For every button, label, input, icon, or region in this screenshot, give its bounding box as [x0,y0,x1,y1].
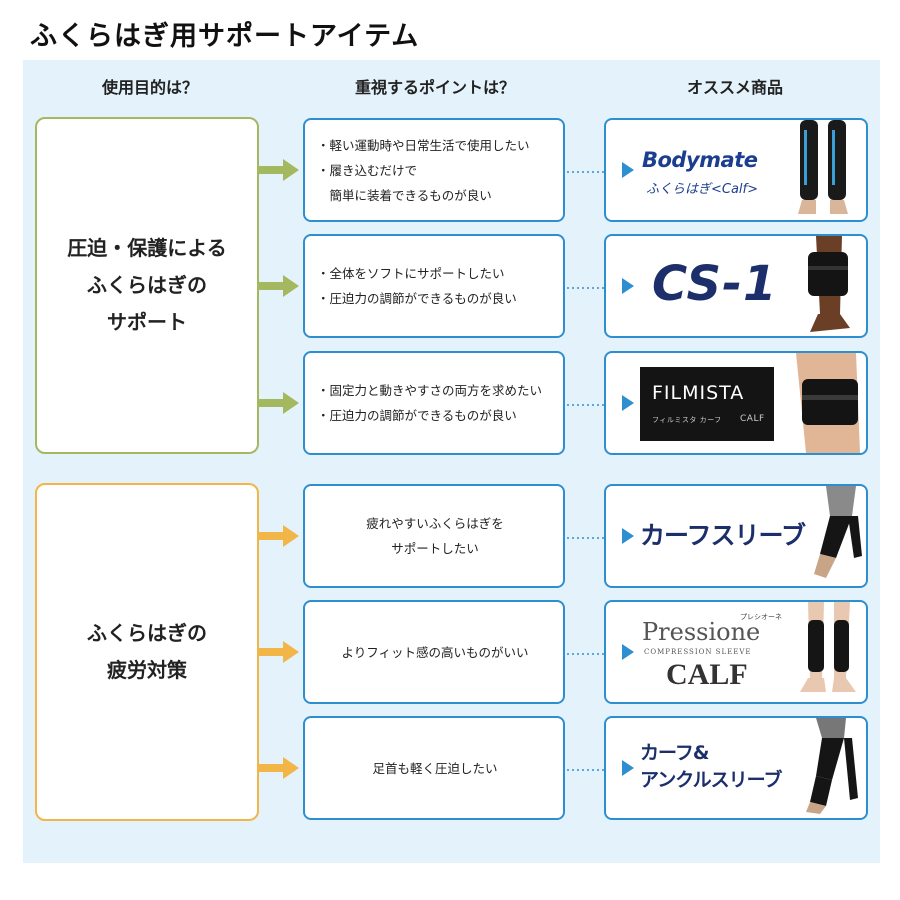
point-box-pressione: よりフィット感の高いものがいい [303,600,565,704]
product-card-ankle-sleeve[interactable]: カーフ& アンクルスリーブ [604,716,868,820]
orange-arrow-icon [259,757,299,779]
point-line: ・圧迫力の調節ができるものが良い [317,408,517,423]
point-line: 簡単に装着できるものが良い [317,187,492,203]
product-logo: CS-1 [652,256,778,312]
dotted-connector [565,397,609,411]
point-line: サポートしたい [391,541,479,556]
point-line: よりフィット感の高いものがいい [341,644,529,660]
page-title: ふくらはぎ用サポートアイテム [30,21,420,52]
dotted-connector [565,762,609,776]
point-line: ・軽い運動時や日常生活で使用したい [317,137,530,153]
product-card-calf-sleeve[interactable]: カーフスリーブ [604,484,868,588]
pointer-triangle-icon [622,162,634,178]
calf-wrap-black-icon [808,236,850,332]
point-box-cs1: ・全体をソフトにサポートしたい ・圧迫力の調節ができるものが良い [303,234,565,338]
purpose-label: 圧迫・保護による ふくらはぎの サポート [67,236,227,334]
point-box-bodymate: ・軽い運動時や日常生活で使用したい ・履き込むだけで 簡単に装着できるものが良い [303,118,565,222]
product-logo: カーフスリーブ [640,521,806,550]
purpose-box-fatigue: ふくらはぎの 疲労対策 [35,483,259,821]
orange-arrow-icon [259,641,299,663]
product-logo: カーフ& アンクルスリーブ [640,742,783,791]
purpose-box-compression: 圧迫・保護による ふくらはぎの サポート [35,117,259,454]
points-column-header: 重視するポイントは？ [354,78,515,97]
filmista-logo-box: FILMISTA フィルミスタ カーフ CALF [640,367,774,441]
green-arrow-icon [259,275,299,297]
calf-ankle-sleeve-black-icon [806,718,858,814]
point-line: 疲れやすいふくらはぎを [366,516,504,531]
pointer-triangle-icon [622,395,634,411]
product-logo: Bodymate [642,148,758,172]
orange-arrow-icon [259,525,299,547]
point-box-filmista: ・固定力と動きやすさの両方を求めたい ・圧迫力の調節ができるものが良い [303,351,565,455]
dotted-connector [565,530,609,544]
product-card-cs1[interactable]: CS-1 [604,234,868,338]
product-subtitle: フィルミスタ カーフ [652,416,722,424]
point-line: ・圧迫力の調節ができるものが良い [317,291,517,306]
green-arrow-icon [259,392,299,414]
green-arrow-icon [259,159,299,181]
product-logo: Pressione [642,618,761,646]
calf-sleeve-black-icon [814,486,862,578]
pointer-triangle-icon [622,760,634,776]
compression-sleeve-black-icon [800,602,856,692]
dotted-connector [565,164,609,178]
dotted-connector [565,646,609,660]
calf-support-black-icon [798,120,848,214]
pointer-triangle-icon [622,278,634,294]
purpose-label: ふくらはぎの 疲労対策 [87,621,207,682]
product-card-filmista[interactable]: FILMISTA フィルミスタ カーフ CALF [604,351,868,455]
product-card-bodymate[interactable]: Bodymate ふくらはぎ<Calf> [604,118,868,222]
product-ruby: プレシオーネ [740,613,782,621]
product-calf-label: CALF [666,658,748,691]
product-calf-label: CALF [740,414,765,424]
pointer-triangle-icon [622,644,634,660]
point-line: ・全体をソフトにサポートしたい [317,266,505,281]
dotted-connector [565,280,609,294]
product-subtitle: COMPRESSION SLEEVE [644,648,752,656]
point-line: 足首も軽く圧迫したい [372,760,498,776]
point-box-ankle-sleeve: 足首も軽く圧迫したい [303,716,565,820]
point-line: ・固定力と動きやすさの両方を求めたい [317,383,543,398]
point-line: ・履き込むだけで [317,162,418,178]
purpose-column-header: 使用目的は？ [101,78,198,97]
product-logo: FILMISTA [652,382,745,404]
point-box-calf-sleeve: 疲れやすいふくらはぎを サポートしたい [303,484,565,588]
products-column-header: オススメ商品 [686,78,783,97]
product-card-pressione[interactable]: プレシオーネ Pressione COMPRESSION SLEEVE CALF [604,600,868,704]
product-subtitle: ふくらはぎ<Calf> [646,182,759,197]
calf-strap-black-icon [796,353,860,453]
pointer-triangle-icon [622,528,634,544]
